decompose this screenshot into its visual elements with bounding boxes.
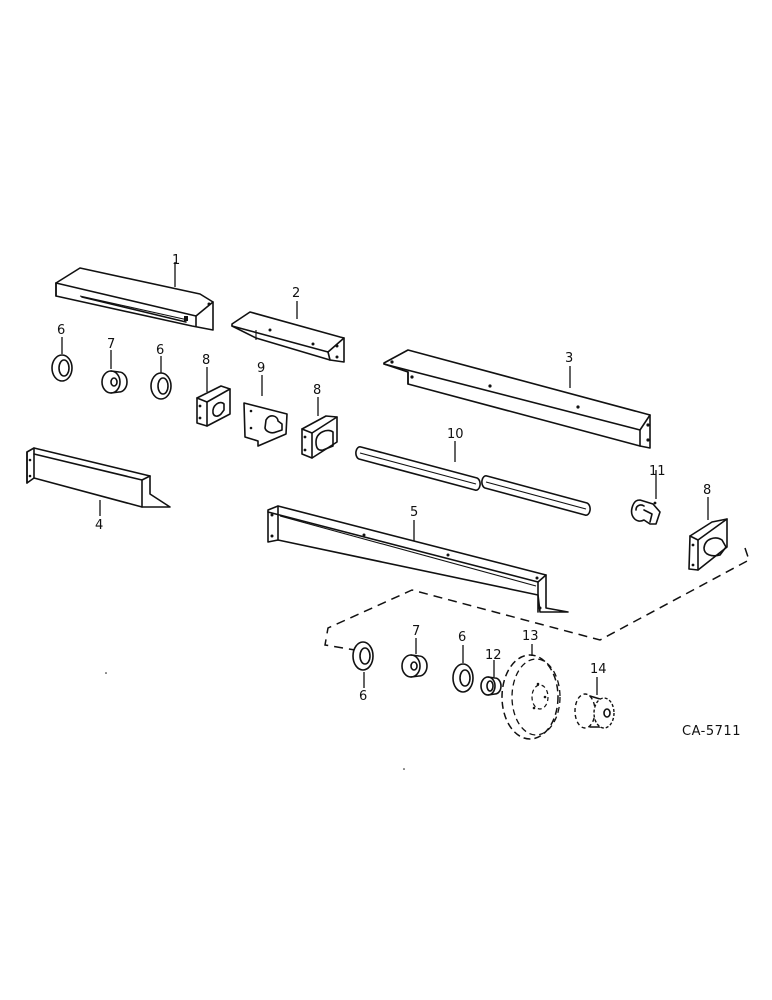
part-11-collar: 11 [630, 464, 666, 525]
callout-6-b: 6 [156, 343, 164, 358]
part-14-sprocket: 14 [574, 662, 615, 729]
callout-7-a: 7 [107, 337, 115, 352]
callout-13: 13 [522, 629, 539, 644]
part-7-bearing-b: 7 [401, 624, 428, 678]
callout-5: 5 [410, 505, 418, 520]
part-1-channel: 1 [55, 253, 214, 331]
callout-3: 3 [565, 351, 573, 366]
drawing-reference-code: CA-5711 [682, 724, 741, 739]
callout-8-a: 8 [202, 353, 210, 368]
part-4-channel: 4 [26, 447, 171, 533]
callout-10: 10 [447, 427, 464, 442]
part-6-seal-b: 6 [150, 343, 172, 400]
speck [105, 672, 107, 674]
part-6-seal-d: 6 [452, 630, 474, 693]
callout-1: 1 [172, 253, 180, 268]
callout-11: 11 [649, 464, 666, 479]
assembly-dashed-line [324, 547, 750, 651]
part-2-bracket: 2 [231, 286, 345, 363]
callout-12: 12 [485, 648, 502, 663]
part-10-shaft: 10 [355, 427, 591, 516]
part-12-spacer: 12 [480, 648, 502, 696]
callout-14: 14 [590, 662, 607, 677]
part-8-housing-c: 8 [688, 483, 728, 571]
callout-6-c: 6 [359, 689, 367, 704]
part-7-bearing-a: 7 [101, 337, 128, 394]
callout-6-a: 6 [57, 323, 65, 338]
callout-4: 4 [95, 518, 103, 533]
callout-2: 2 [292, 286, 300, 301]
part-3-rail: 3 [383, 349, 651, 449]
part-13-sprocket: 13 [501, 629, 561, 740]
speck [403, 768, 405, 770]
part-6-seal-c: 6 [352, 641, 374, 704]
part-5-rail: 5 [267, 505, 569, 613]
part-8-housing-a: 8 [196, 353, 231, 427]
part-9-plate: 9 [243, 361, 288, 447]
part-8-housing-b: 8 [301, 383, 338, 459]
callout-9: 9 [257, 361, 265, 376]
callout-8-c: 8 [703, 483, 711, 498]
callout-6-d: 6 [458, 630, 466, 645]
part-6-seal-a: 6 [51, 323, 73, 382]
callout-7-b: 7 [412, 624, 420, 639]
callout-8-b: 8 [313, 383, 321, 398]
